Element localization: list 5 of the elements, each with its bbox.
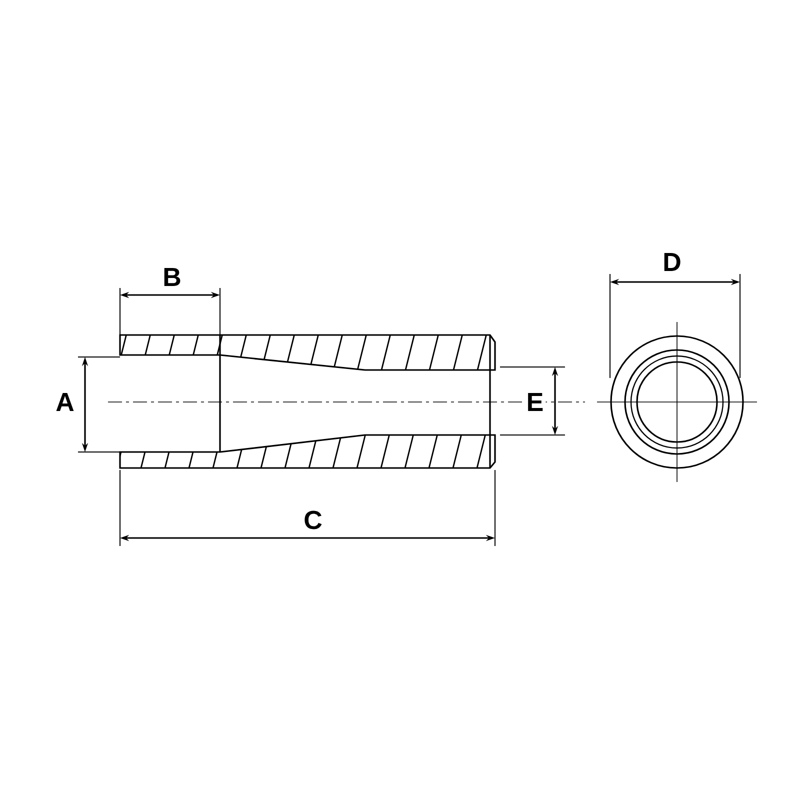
dimension-label: D [660, 251, 684, 273]
dimension-label: B [160, 266, 184, 288]
dimension-label: C [302, 508, 324, 532]
dimension-label: A [54, 391, 76, 413]
dimension-label: E [524, 391, 546, 413]
